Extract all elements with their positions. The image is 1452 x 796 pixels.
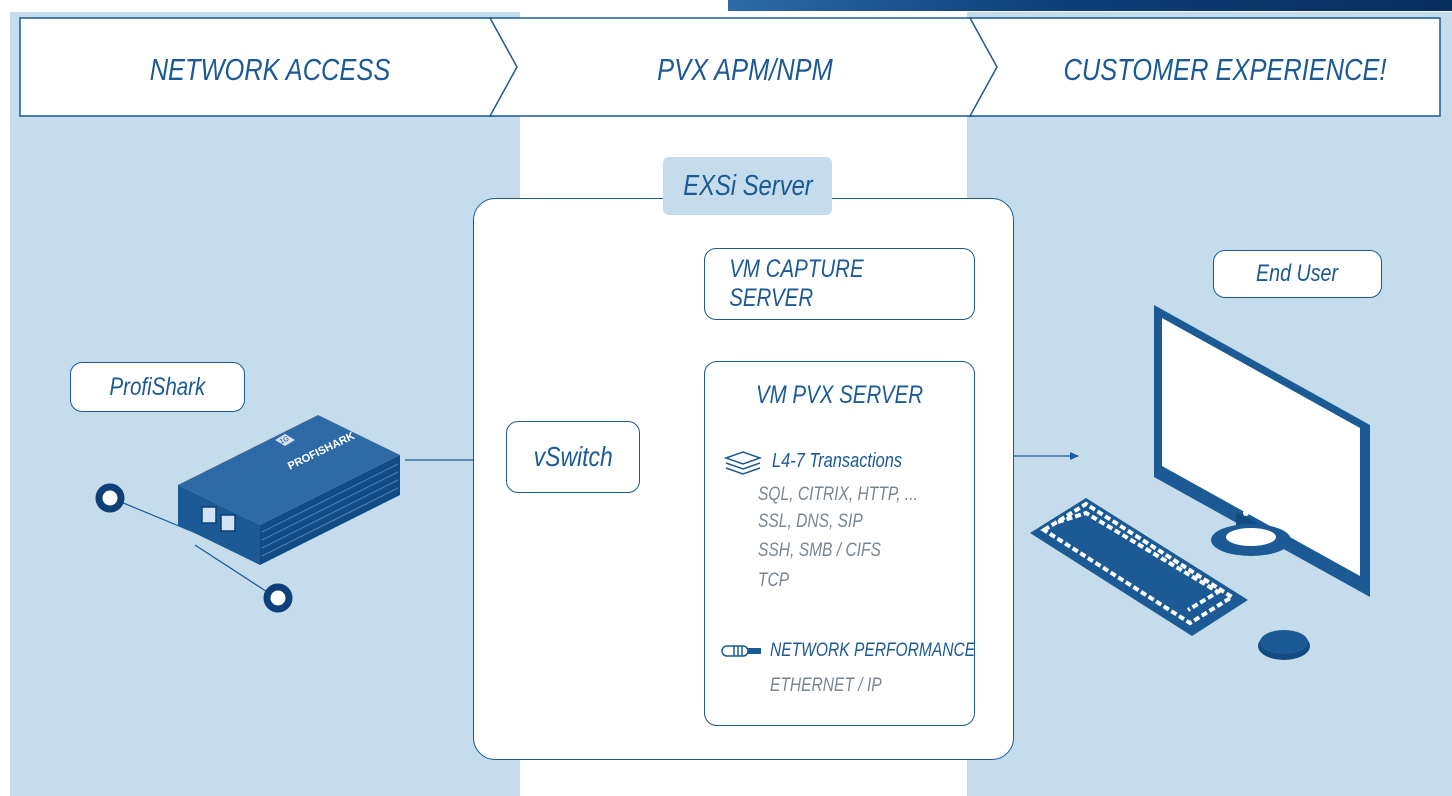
vm-pvx-server-box [704, 361, 975, 726]
transaction-item: TCP [758, 570, 790, 591]
vm-capture-server-box: VM CAPTURE SERVER [704, 248, 975, 320]
port-ring-b [263, 583, 293, 613]
transaction-item: SSL, DNS, SIP [758, 511, 863, 532]
exsi-server-tag: EXSi Server [663, 157, 832, 215]
profishark-tag: ProfiShark [70, 362, 245, 412]
device-badge: 1G [279, 435, 290, 445]
top-band [728, 0, 1452, 11]
port-ring-a [95, 483, 125, 513]
network-item: ETHERNET / IP [770, 675, 882, 696]
end-user-tag: End User [1213, 250, 1382, 298]
transaction-item: SSH, SMB / CIFS [758, 540, 881, 561]
vswitch-box: vSwitch [506, 421, 640, 493]
vm-pvx-server-label: VM PVX SERVER [755, 380, 924, 409]
end-user-label: End User [1256, 260, 1339, 287]
network-performance-label: NETWORK PERFORMANCE [770, 640, 976, 661]
profishark-device: PROFISHARK 1G [95, 415, 400, 613]
cable-icon [721, 645, 761, 657]
exsi-server-label: EXSi Server [682, 169, 813, 202]
stage-banner-3 [968, 17, 1441, 117]
vswitch-label: vSwitch [533, 441, 613, 472]
layers-icon [723, 451, 763, 475]
profishark-label: ProfiShark [109, 372, 206, 401]
transactions-label: L4-7 Transactions [772, 450, 903, 472]
vm-capture-server-label: VM CAPTURE SERVER [729, 255, 864, 312]
transaction-item: SQL, CITRIX, HTTP, ... [758, 484, 918, 505]
stage-label-network-access: NETWORK ACCESS [149, 52, 391, 87]
stage-label-customer-experience: CUSTOMER EXPERIENCE! [1063, 52, 1387, 87]
stage-label-pvx-apm-npm: PVX APM/NPM [657, 52, 833, 87]
computer-illustration [1030, 305, 1370, 660]
